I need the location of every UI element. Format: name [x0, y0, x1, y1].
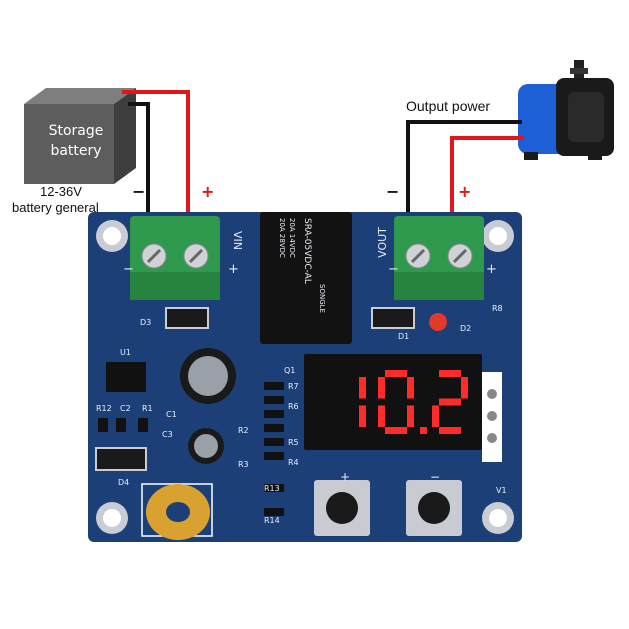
terminal-out-minus: − [388, 262, 399, 277]
label-r8: R8 [492, 304, 503, 313]
water-pump-icon [518, 60, 614, 160]
display-segment-c [407, 405, 414, 427]
terminal-in-minus: − [123, 262, 134, 277]
label-r1: R1 [142, 404, 153, 413]
output-plus-sign: + [458, 182, 472, 201]
pcb-board [88, 212, 522, 542]
label-r5: R5 [288, 438, 299, 447]
label-u1: U1 [120, 348, 131, 357]
label-d3: D3 [140, 318, 152, 327]
display-segment-e [378, 405, 385, 427]
label-d2: D2 [460, 324, 472, 333]
relay-model: SRA-05VDC-AL [302, 218, 312, 284]
label-c2: C2 [120, 404, 131, 413]
vin-label: VIN [231, 231, 244, 250]
output-minus-sign: − [386, 182, 400, 201]
label-r2: R2 [238, 426, 249, 435]
display-segment-g [439, 398, 461, 406]
battery-general-caption: battery general [12, 200, 99, 215]
input-minus-sign: − [132, 182, 146, 201]
battery-voltage-caption: 12-36V [40, 184, 82, 199]
label-d1: D1 [398, 332, 410, 341]
relay-rating-1: 20A 14VDC [288, 218, 296, 258]
relay-brand: SONGLE [318, 284, 326, 313]
label-r4: R4 [288, 458, 299, 467]
label-r6: R6 [288, 402, 299, 411]
display-decimal-point [420, 427, 427, 434]
label-r3: R3 [238, 460, 249, 469]
display-segment-c [359, 405, 366, 427]
terminal-out-plus: + [486, 262, 497, 277]
relay-rating-2: 20A 28VDC [278, 218, 286, 258]
input-plus-sign: + [201, 182, 215, 201]
terminal-in-plus: + [228, 262, 239, 277]
display-segment-f [378, 377, 385, 399]
decrease-button[interactable] [406, 480, 462, 536]
label-c3: C3 [162, 430, 173, 439]
display-segment-e [432, 405, 439, 427]
label-r12: R12 [96, 404, 112, 413]
label-r14: R14 [264, 516, 280, 525]
label-c1: C1 [166, 410, 177, 419]
button-minus-label: − [430, 470, 441, 484]
display-segment-b [407, 377, 414, 399]
storage-battery-icon [24, 88, 136, 184]
button-plus-label: + [340, 470, 351, 484]
display-segment-a [439, 370, 461, 377]
display-segment-d [439, 427, 461, 434]
vout-label: VOUT [375, 227, 389, 258]
display-segment-a [385, 370, 407, 377]
relay: SRA-05VDC-AL 20A 14VDC 20A 28VDC SONGLE [252, 214, 362, 346]
voltage-display [359, 370, 468, 434]
increase-button[interactable] [314, 480, 370, 536]
label-r7: R7 [288, 382, 299, 391]
display-segment-b [461, 377, 468, 399]
battery-label-line2: battery [50, 143, 102, 159]
battery-label-line1: Storage [48, 123, 104, 139]
label-v1: V1 [496, 486, 507, 495]
display-segment-b [359, 377, 366, 399]
label-d4: D4 [118, 478, 130, 487]
display-segment-d [385, 427, 407, 434]
label-r13: R13 [264, 484, 280, 493]
output-power-label: Output power [406, 98, 491, 114]
label-q1: Q1 [284, 366, 296, 375]
